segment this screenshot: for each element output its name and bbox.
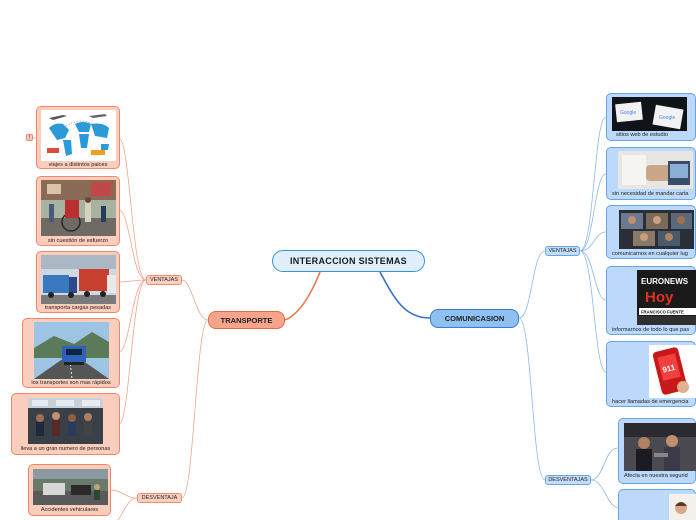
card-caption: transporta cargas pesadas bbox=[44, 305, 112, 311]
bus-passengers-image bbox=[28, 398, 103, 444]
card-esfuerzo[interactable]: sin cuestión de esfuerzo bbox=[36, 176, 120, 246]
person-image bbox=[669, 494, 696, 520]
card-seguridad[interactable]: Afecta en nuestra segurid bbox=[618, 418, 696, 484]
marker-note[interactable]: ! bbox=[26, 134, 33, 141]
card-caption: lleva a un gran numero de personas bbox=[20, 446, 111, 452]
security-image bbox=[624, 423, 696, 471]
link-root-transporte bbox=[284, 271, 321, 321]
card-caption: los transportes son mas rápidos bbox=[31, 380, 111, 386]
card-personas[interactable]: lleva a un gran numero de personas bbox=[11, 393, 120, 455]
link-comunicacion-desventajas bbox=[518, 317, 546, 481]
card-viajes[interactable]: viajes a distintos paices bbox=[36, 106, 120, 169]
card-caption: informarnos de todo lo que pas bbox=[612, 327, 690, 333]
card-caption: Afecta en nuestra segurid bbox=[624, 473, 688, 479]
card-caption: sin necesidad de mandar carta bbox=[612, 191, 689, 197]
svg-text:FRANCISCO FUENTE: FRANCISCO FUENTE bbox=[641, 310, 684, 315]
car-accident-image bbox=[33, 469, 108, 505]
svg-text:Hoy: Hoy bbox=[645, 289, 674, 306]
card-caption: Accidentes vehiculares bbox=[40, 507, 99, 513]
card-caption: hacer llamadas de emergencia bbox=[612, 399, 689, 405]
video-call-image bbox=[619, 210, 694, 249]
cargo-trucks-image bbox=[41, 255, 116, 304]
link-comunicacion-ventajas bbox=[518, 250, 546, 319]
subtopic-comunicacion-ventajas[interactable]: VENTAJAS bbox=[545, 246, 580, 256]
subtopic-transporte-ventajas[interactable]: VENTAJAS bbox=[146, 275, 182, 285]
card-sitios-web[interactable]: Google Google sitios web de estudio bbox=[606, 93, 696, 141]
card-caption: sitios web de estudio bbox=[616, 132, 668, 138]
card-desventaja-2[interactable] bbox=[618, 489, 696, 520]
emergency-phone-image: 911 bbox=[649, 345, 696, 398]
fast-truck-image bbox=[34, 322, 109, 379]
card-caption: comunicarnos en cualquier lug bbox=[612, 251, 688, 257]
topic-transporte[interactable]: TRANSPORTE bbox=[208, 311, 285, 329]
card-accidentes[interactable]: Accidentes vehiculares bbox=[28, 464, 111, 516]
card-cualquier-lugar[interactable]: comunicarnos en cualquier lug bbox=[606, 205, 696, 259]
link-transporte-desventaja bbox=[181, 319, 209, 499]
svg-text:EURONEWS: EURONEWS bbox=[641, 277, 689, 286]
svg-text:Google: Google bbox=[659, 115, 675, 121]
link-root-comunicacion bbox=[379, 271, 431, 319]
svg-text:911: 911 bbox=[662, 363, 677, 375]
google-devices-image: Google Google bbox=[612, 97, 687, 131]
card-emergencia[interactable]: 911 hacer llamadas de emergencia bbox=[606, 341, 696, 407]
card-caption: viajes a distintos paices bbox=[48, 162, 108, 168]
subtopic-comunicacion-desventajas[interactable]: DESVENTAJAS bbox=[545, 475, 591, 485]
card-rapidos[interactable]: los transportes son mas rápidos bbox=[22, 318, 120, 388]
subtopic-transporte-desventaja[interactable]: DESVENTAJA bbox=[137, 493, 182, 503]
street-rickshaw-image bbox=[41, 180, 116, 236]
handshake-device-image bbox=[618, 151, 693, 189]
world-travel-image bbox=[41, 110, 116, 161]
svg-text:Google: Google bbox=[620, 110, 636, 116]
topic-comunicacion[interactable]: COMUNICASION bbox=[430, 309, 519, 328]
news-broadcast-image: EURONEWS Hoy FRANCISCO FUENTE bbox=[637, 270, 696, 325]
root-topic[interactable]: INTERACCION SISTEMAS bbox=[272, 250, 425, 272]
card-cargas[interactable]: transporta cargas pesadas bbox=[36, 251, 120, 313]
card-informarnos[interactable]: EURONEWS Hoy FRANCISCO FUENTE informarno… bbox=[606, 266, 696, 335]
card-carta[interactable]: sin necesidad de mandar carta bbox=[606, 147, 696, 200]
card-caption: sin cuestión de esfuerzo bbox=[47, 238, 109, 244]
link-transporte-ventajas bbox=[181, 279, 209, 321]
